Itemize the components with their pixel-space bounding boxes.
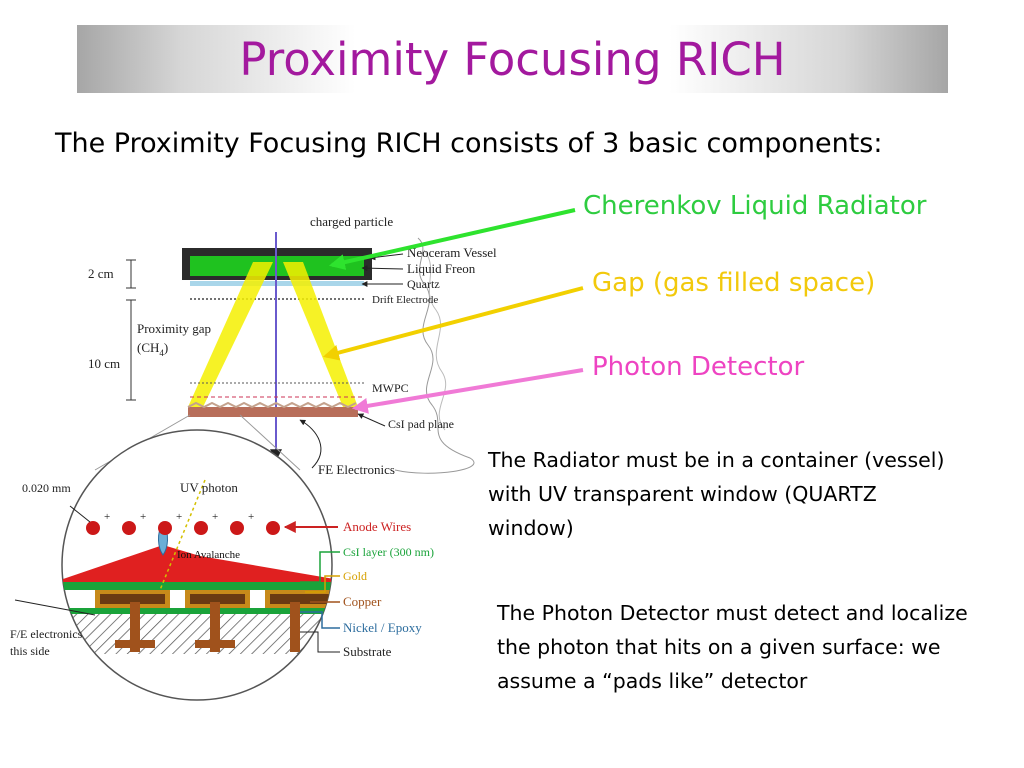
label-fe-electronics-side-2: this side bbox=[10, 644, 50, 658]
label-gap: Gap (gas filled space) bbox=[592, 268, 876, 298]
svg-text:+: + bbox=[176, 511, 182, 523]
csi-pad-plane bbox=[188, 407, 358, 417]
svg-text:+: + bbox=[212, 511, 218, 523]
svg-text:+: + bbox=[140, 511, 146, 523]
note-photon-detector: The Photon Detector must detect and loca… bbox=[497, 601, 968, 693]
label-charged-particle: charged particle bbox=[310, 214, 393, 229]
label-liquid-freon: Liquid Freon bbox=[407, 261, 476, 276]
anode-wire bbox=[86, 521, 100, 535]
label-10cm: 10 cm bbox=[88, 356, 120, 371]
label-0020mm: 0.020 mm bbox=[22, 481, 71, 495]
svg-text:+: + bbox=[104, 511, 110, 523]
label-nickel-epoxy: Nickel / Epoxy bbox=[343, 620, 422, 635]
label-2cm: 2 cm bbox=[88, 266, 114, 281]
pointer-detector bbox=[351, 368, 584, 414]
ion-avalanche bbox=[62, 545, 332, 586]
label-photon-detector: Photon Detector bbox=[592, 352, 805, 382]
svg-text:+: + bbox=[248, 511, 254, 523]
slide-subtitle: The Proximity Focusing RICH consists of … bbox=[55, 128, 883, 159]
label-uv-photon: UV photon bbox=[180, 480, 238, 495]
uv-photon-path bbox=[159, 479, 206, 591]
label-anode-wires: Anode Wires bbox=[343, 519, 411, 534]
label-copper: Copper bbox=[343, 594, 382, 609]
torn-edge-outline bbox=[394, 237, 475, 474]
label-drift-electrode: Drift Electrode bbox=[372, 294, 438, 306]
label-ch4: (CH4) bbox=[137, 340, 168, 358]
pointer-gap bbox=[322, 286, 584, 361]
label-substrate: Substrate bbox=[343, 644, 392, 659]
label-fe-electronics: FE Electronics bbox=[318, 462, 395, 477]
label-quartz: Quartz bbox=[407, 277, 440, 291]
title-bar: Proximity Focusing RICH bbox=[77, 25, 948, 93]
label-mwpc: MWPC bbox=[372, 381, 409, 395]
note-radiator: The Radiator must be in a container (ves… bbox=[488, 448, 945, 540]
label-cherenkov-radiator: Cherenkov Liquid Radiator bbox=[583, 191, 927, 221]
label-proximity-gap: Proximity gap bbox=[137, 321, 211, 336]
label-neoceram-vessel: Neoceram Vessel bbox=[407, 245, 497, 260]
slide-title: Proximity Focusing RICH bbox=[239, 32, 786, 86]
label-fe-electronics-side-1: F/E electronics bbox=[10, 627, 83, 641]
pointer-radiator bbox=[328, 208, 576, 270]
label-ion-avalanche: Ion Avalanche bbox=[177, 549, 240, 561]
label-gold: Gold bbox=[343, 569, 367, 583]
label-csi-pad-plane: CsI pad plane bbox=[388, 417, 454, 431]
cherenkov-cone bbox=[188, 262, 273, 407]
label-csi-layer: CsI layer (300 nm) bbox=[343, 545, 434, 559]
